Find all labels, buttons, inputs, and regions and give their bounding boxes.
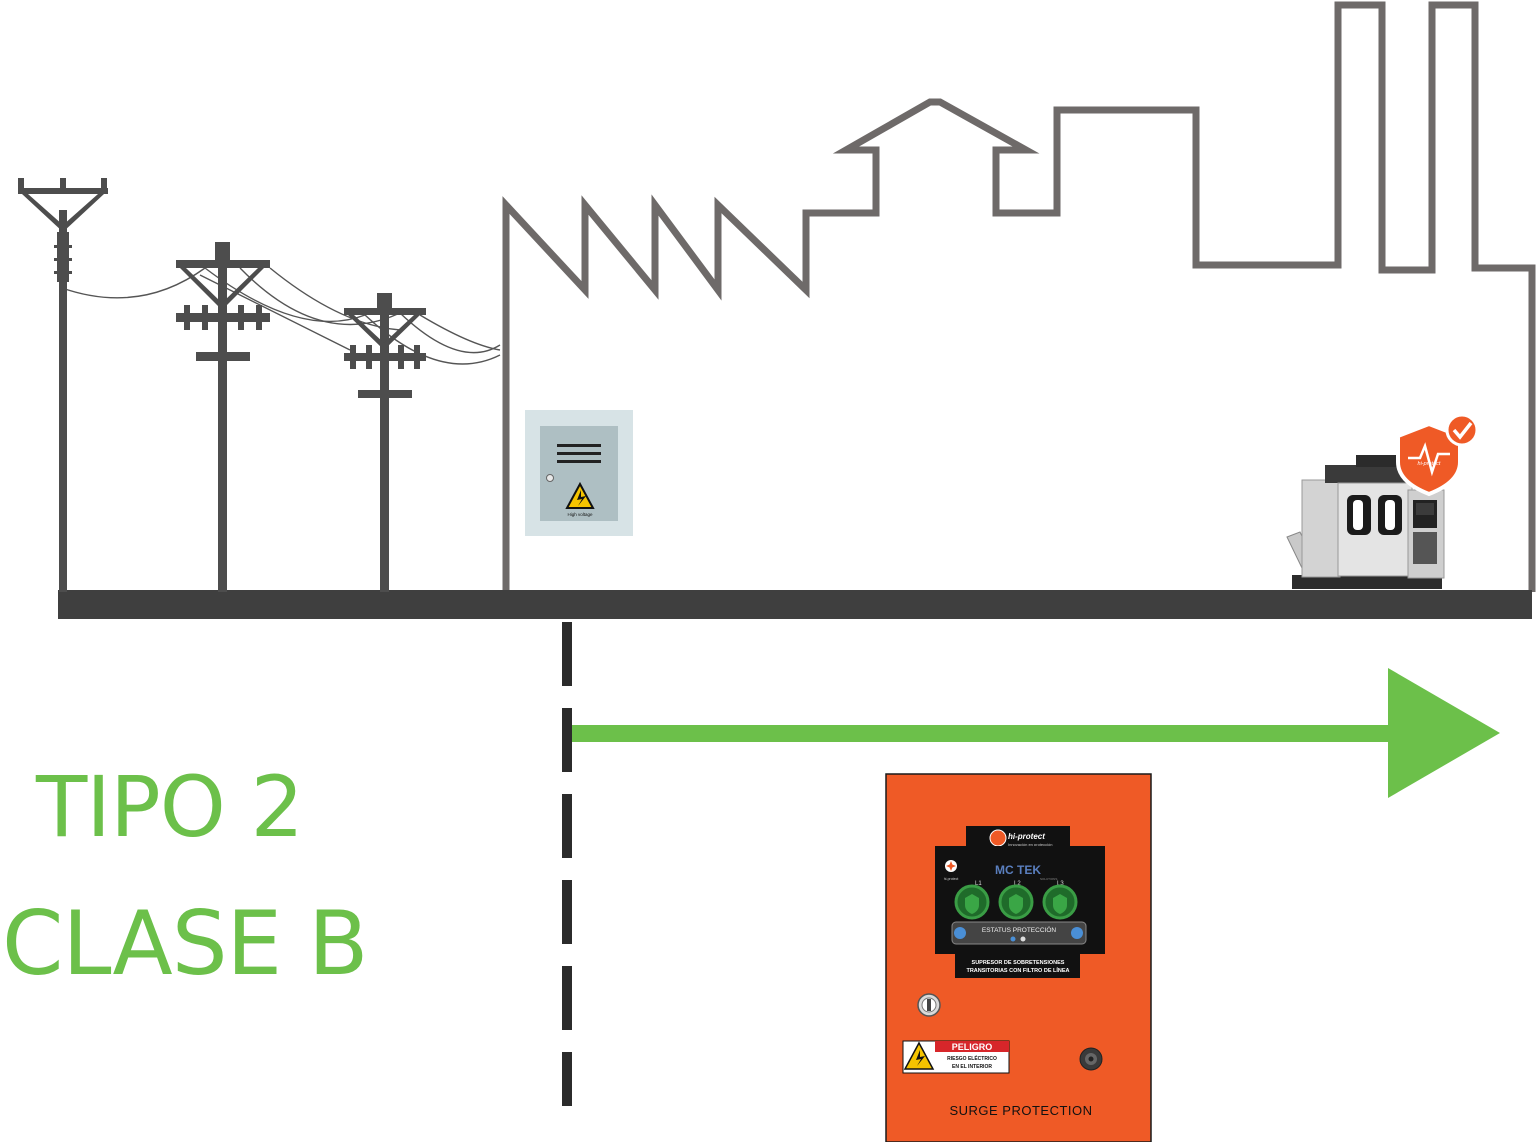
cnc-machine — [1286, 455, 1445, 589]
description-line2: TRANSITORIAS CON FILTRO DE LÍNEA — [966, 966, 1069, 974]
phase-label-l2: L2 — [1014, 881, 1021, 887]
phase-led-l3 — [1042, 884, 1078, 920]
status-right-button — [1071, 927, 1083, 939]
check-icon — [1445, 413, 1479, 447]
power-pole-3 — [344, 293, 426, 592]
meter-caption: High voltage — [567, 512, 593, 517]
danger-line2: EN EL INTERIOR — [952, 1064, 992, 1070]
panel-brand: hi-protect — [1008, 832, 1045, 841]
shield-brand: hi-protect — [1418, 461, 1441, 467]
danger-title: PELIGRO — [952, 1042, 993, 1052]
hi-protect-shield-badge: hi-protect — [1396, 413, 1479, 497]
buzzer-icon — [1079, 1047, 1103, 1071]
panel-brand-tagline: Innovación en protección — [1008, 842, 1052, 847]
type-label: TIPO 2 — [36, 758, 304, 856]
sub-brand-tag: SOLUTIONS — [1040, 877, 1057, 881]
protection-zone-arrow — [572, 668, 1500, 798]
status-led-1 — [1010, 936, 1016, 942]
phase-label-l3: L3 — [1057, 881, 1064, 887]
status-label: ESTATUS PROTECCIÓN — [982, 925, 1056, 934]
phase-led-l1 — [954, 884, 990, 920]
electrical-meter-box: High voltage — [525, 410, 633, 536]
power-wires — [61, 267, 501, 365]
panel-footer: SURGE PROTECTION — [949, 1103, 1092, 1118]
ground-line — [58, 590, 1532, 619]
phase-label-l1: L1 — [975, 881, 982, 887]
surge-protection-panel: hi-protect Innovación en protección hi-p… — [885, 773, 1152, 1142]
danger-line1: RIESGO ELÉCTRICO — [947, 1054, 997, 1062]
status-left-button — [954, 927, 966, 939]
factory-outline — [502, 1, 1536, 592]
status-led-2 — [1020, 936, 1026, 942]
class-label: CLASE B — [2, 892, 368, 995]
power-pole-1 — [18, 178, 108, 592]
phase-led-l2 — [998, 884, 1034, 920]
power-pole-2 — [176, 242, 270, 592]
hi-protect-logo-icon — [989, 829, 1007, 847]
sub-brand: MC TEK — [995, 863, 1041, 877]
corner-brand: hi-protect — [944, 877, 959, 881]
description-line1: SUPRESOR DE SOBRETENSIONES — [972, 960, 1065, 966]
key-switch-icon — [917, 993, 941, 1017]
